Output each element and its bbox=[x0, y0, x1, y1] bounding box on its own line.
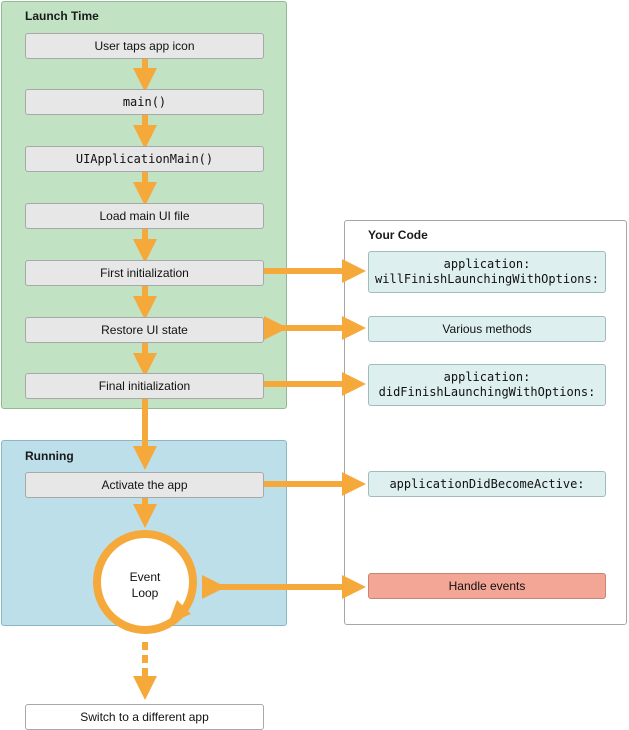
step-load-main-ui-file: Load main UI file bbox=[25, 203, 264, 229]
running-title: Running bbox=[25, 449, 74, 463]
step-main: main() bbox=[25, 89, 264, 115]
step-final-initialization: Final initialization bbox=[25, 373, 264, 399]
code-various-methods: Various methods bbox=[368, 316, 606, 342]
event-loop-ring bbox=[93, 530, 197, 634]
code-did-become-active: applicationDidBecomeActive: bbox=[368, 471, 606, 497]
step-switch-to-different-app: Switch to a different app bbox=[25, 704, 264, 730]
code-will-finish-line2: willFinishLaunchingWithOptions: bbox=[375, 272, 599, 286]
code-will-finish-launching: application: willFinishLaunchingWithOpti… bbox=[368, 251, 606, 293]
code-handle-events: Handle events bbox=[368, 573, 606, 599]
code-will-finish-line1: application: bbox=[443, 257, 531, 271]
your-code-title: Your Code bbox=[368, 228, 428, 242]
step-uiapplicationmain: UIApplicationMain() bbox=[25, 146, 264, 172]
code-did-finish-launching: application: didFinishLaunchingWithOptio… bbox=[368, 364, 606, 406]
event-loop-line1: Event bbox=[129, 570, 161, 584]
step-first-initialization: First initialization bbox=[25, 260, 264, 286]
step-activate-the-app: Activate the app bbox=[25, 472, 264, 498]
event-loop-label: Event Loop bbox=[115, 569, 175, 601]
launch-time-title: Launch Time bbox=[25, 9, 99, 23]
step-restore-ui-state: Restore UI state bbox=[25, 317, 264, 343]
step-user-taps-app-icon: User taps app icon bbox=[25, 33, 264, 59]
code-did-finish-line2: didFinishLaunchingWithOptions: bbox=[378, 385, 596, 399]
event-loop-line2: Loop bbox=[131, 586, 159, 600]
code-did-finish-line1: application: bbox=[443, 370, 531, 384]
